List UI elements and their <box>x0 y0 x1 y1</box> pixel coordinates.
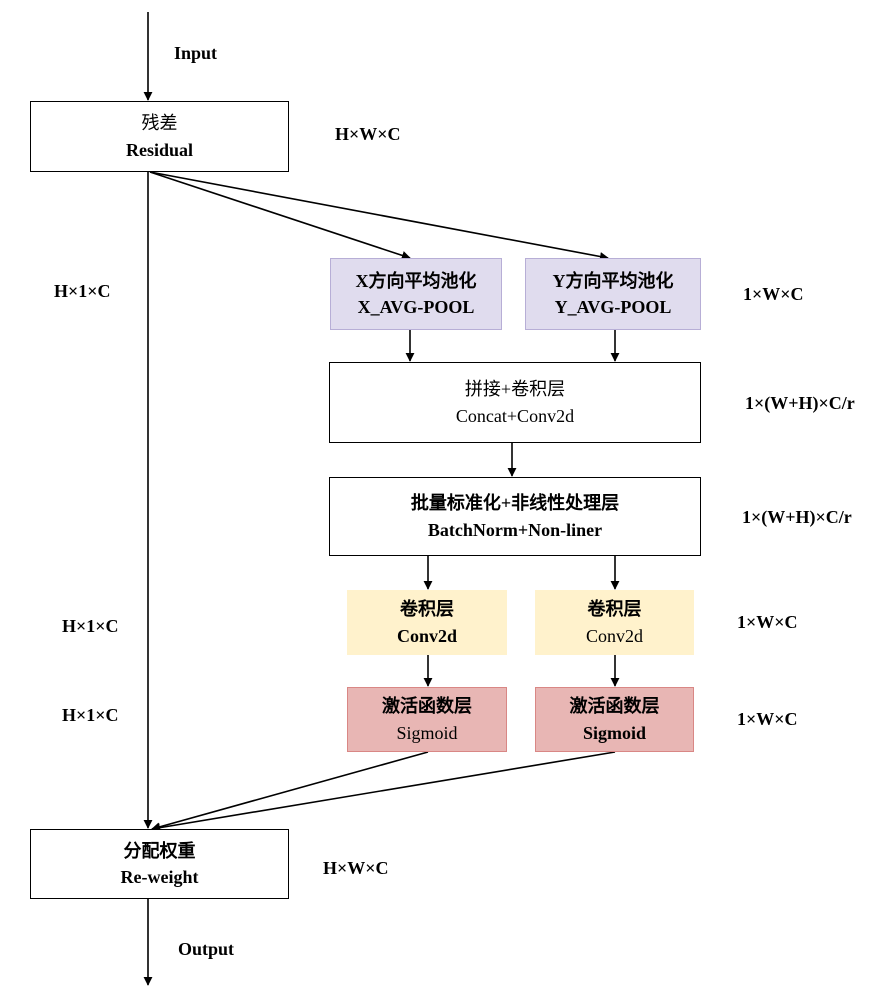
y-pool-zh: Y方向平均池化 <box>552 270 674 291</box>
residual-node: 残差 Residual <box>30 101 289 172</box>
x-pool-zh: X方向平均池化 <box>355 270 477 291</box>
residual-zh: 残差 <box>141 113 178 134</box>
reweight-node: 分配权重 Re-weight <box>30 829 289 899</box>
concat-en: Concat+Conv2d <box>455 405 575 426</box>
y-pool-en: Y_AVG-POOL <box>554 297 672 317</box>
sig-left-en: Sigmoid <box>396 722 458 743</box>
batchnorm-node: 批量标准化+非线性处理层 BatchNorm+Non-liner <box>329 477 701 556</box>
arrow-residual-to-y-pool <box>149 171 609 261</box>
conv-right-zh: 卷积层 <box>587 599 642 620</box>
output-label: Output <box>178 939 235 959</box>
dim-residual: H×W×C <box>335 124 401 144</box>
sig-right-en: Sigmoid <box>582 722 647 743</box>
input-label: Input <box>174 43 218 63</box>
dim-pool: 1×W×C <box>743 284 804 304</box>
concat-zh: 拼接+卷积层 <box>464 379 566 400</box>
y-avg-pool-node: Y方向平均池化 Y_AVG-POOL <box>525 258 701 330</box>
concat-conv-node: 拼接+卷积层 Concat+Conv2d <box>329 362 701 443</box>
bn-zh: 批量标准化+非线性处理层 <box>410 493 620 514</box>
dim-right-sig: 1×W×C <box>737 709 798 729</box>
arrow-sig-left-to-reweight <box>151 751 429 832</box>
sigmoid-left-node: 激活函数层 Sigmoid <box>347 687 507 752</box>
residual-en: Residual <box>125 139 194 160</box>
sigmoid-right-node: 激活函数层 Sigmoid <box>535 687 694 752</box>
dim-left-conv: H×1×C <box>62 616 119 636</box>
conv-right-en: Conv2d <box>585 625 643 646</box>
x-pool-en: X_AVG-POOL <box>357 297 475 317</box>
sig-left-zh: 激活函数层 <box>382 696 472 717</box>
dim-reweight: H×W×C <box>323 858 389 878</box>
dim-bn: 1×(W+H)×C/r <box>742 507 852 527</box>
dim-left-sig: H×1×C <box>62 705 119 725</box>
conv-right-node: 卷积层 Conv2d <box>535 590 694 655</box>
conv-left-en: Conv2d <box>396 625 458 646</box>
conv-left-node: 卷积层 Conv2d <box>347 590 507 655</box>
reweight-en: Re-weight <box>120 867 199 887</box>
dim-concat: 1×(W+H)×C/r <box>745 393 855 413</box>
arrow-residual-to-x-pool <box>149 171 411 260</box>
sig-right-zh: 激活函数层 <box>569 696 660 717</box>
reweight-zh: 分配权重 <box>123 840 196 861</box>
dim-right-conv: 1×W×C <box>737 612 798 632</box>
conv-left-zh: 卷积层 <box>400 599 454 620</box>
arrow-sig-right-to-reweight <box>151 751 616 833</box>
dim-left-top: H×1×C <box>54 281 111 301</box>
x-avg-pool-node: X方向平均池化 X_AVG-POOL <box>330 258 502 330</box>
bn-en: BatchNorm+Non-liner <box>427 519 603 540</box>
